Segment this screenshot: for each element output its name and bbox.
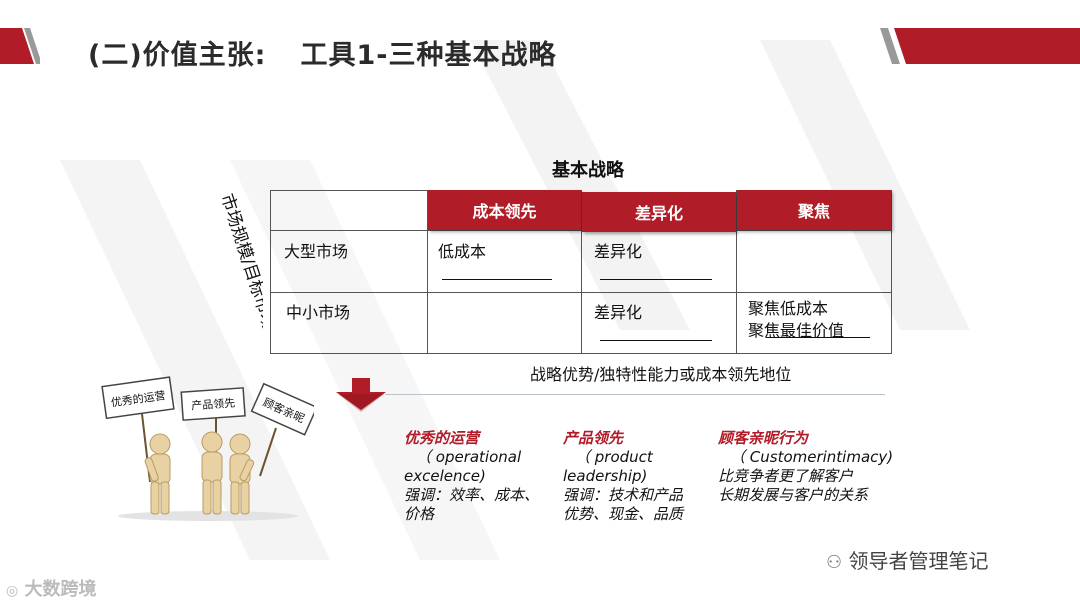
blank-line [600,279,712,280]
wechat-brand-watermark: ⚇ 领导者管理笔记 [826,545,989,574]
corner-bar-left [0,28,40,64]
corner-bar-right [880,28,1080,64]
pillar-line: 价格 [404,505,435,523]
blank-line [600,340,712,341]
pillar-line: 强调：技术和产品 [563,486,684,504]
corner-logo-watermark: ◎ 大数跨境 [6,575,97,601]
pillar-line: （ product [575,448,653,466]
divider [385,394,885,395]
wechat-icon: ⚇ [826,552,843,573]
brand-name: 领导者管理笔记 [848,549,989,573]
slide-title: (二)价值主张: 工具1-三种基本战略 [88,33,556,72]
pillar-line: excelence) [404,467,486,485]
pillar-line: 长期发展与客户的关系 [718,486,869,504]
pillar-heading: 优秀的运营 [404,429,480,447]
cell-differentiation-small: 差异化 [594,303,643,322]
pillar-line: 优势、现金、品质 [563,505,684,523]
pillar-line: （ Customerintimacy) [730,448,894,466]
blank-line [442,279,552,280]
blank-line [766,337,870,338]
column-header-focus: 聚焦 [737,190,891,230]
pillar-line: leadership) [563,467,648,485]
svg-text:市场规模/目标市场: 市场规模/目标市场 [216,192,263,332]
column-header-differentiation: 差异化 [582,192,736,232]
pillar-heading: 产品领先 [563,429,624,447]
cell-differentiation-large: 差异化 [594,242,643,261]
pillar-line: 比竞争者更了解客户 [718,467,854,485]
title-main: 工具1-三种基本战略 [300,40,557,71]
pillar-heading: 顾客亲昵行为 [718,429,809,447]
pillar-customer-intimacy: 顾客亲昵行为 （ Customerintimacy) 比竞争者更了解客户 长期发… [718,429,893,505]
figures-with-signs-illustration: 优秀的运营 产品领先 顾客亲昵 [101,376,314,521]
pillar-line: 强调：效率、成本、 [404,486,540,504]
cell-low-cost: 低成本 [438,242,487,261]
logo-icon: ◎ [6,583,19,599]
cell-focus-best-value: 聚焦最佳价值 [748,321,845,340]
sign-label: 产品领先 [191,395,236,412]
strategy-advantage-note: 战略优势/独特性能力或成本领先地位 [530,365,792,384]
cell-focus-low-cost: 聚焦低成本 [748,299,829,318]
column-header-cost-leadership: 成本领先 [428,190,581,230]
down-arrow-icon [336,378,386,412]
pillar-product-leadership: 产品领先 （ product leadership) 强调：技术和产品 优势、现… [563,429,683,524]
pillar-operational-excellence: 优秀的运营 （ operational excelence) 强调：效率、成本、… [404,429,539,524]
row-axis-label: 市场规模/目标市场 [216,192,263,332]
pillar-line: （ operational [416,448,522,466]
strategy-table: 成本领先 差异化 聚焦 大型市场 低成本 差异化 中小市场 差异化 聚焦低成本 … [270,190,892,354]
row-label-large-market: 大型市场 [284,242,349,261]
title-prefix: (二)价值主张: [88,40,267,71]
logo-text: 大数跨境 [24,579,97,600]
table-heading: 基本战略 [552,160,624,181]
row-label-small-market: 中小市场 [286,303,351,322]
